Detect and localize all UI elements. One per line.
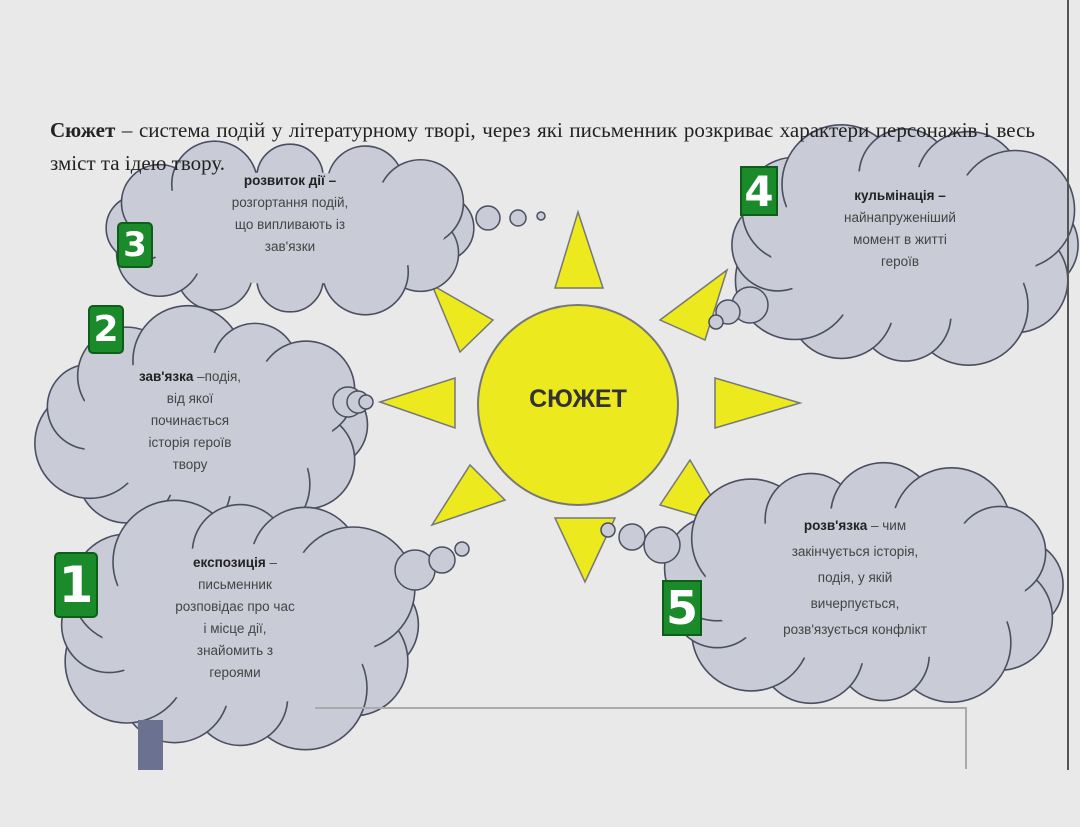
stage-term: експозиція (192, 555, 266, 570)
thought-bubble (600, 522, 616, 538)
stage-line: зав'язки (264, 239, 316, 254)
intro-definition: – система подій у літературному творі, ч… (50, 118, 1035, 175)
stage-line: розгортання подій, (231, 195, 349, 210)
stage-term: зав'язка (138, 369, 194, 384)
stage-4-badge: 4 (740, 166, 778, 216)
stage-2-text: зав'язка –подія, від якої починається іс… (90, 366, 290, 476)
thought-bubble (536, 211, 546, 221)
intro-paragraph: Сюжет – система подій у літературному тв… (50, 114, 1035, 180)
clouds (34, 124, 1079, 751)
cloud (34, 304, 369, 540)
thought-bubbles (332, 205, 769, 591)
stage-5-badge: 5 (662, 580, 702, 636)
stage-dash: – (324, 173, 337, 188)
stage-term: розвиток дії (243, 173, 325, 188)
sun-ray (430, 283, 495, 354)
cloud (663, 461, 1064, 705)
stage-line: героїв (880, 254, 920, 269)
sun-circle (477, 304, 679, 506)
thought-bubble (509, 209, 527, 227)
stage-1-badge: 1 (54, 552, 98, 618)
bottom-bar (138, 720, 163, 770)
stage-line: письменник (198, 577, 272, 592)
stage-line: розв'язується конфлікт (783, 622, 927, 637)
stage-3-badge: 3 (117, 222, 153, 268)
stage-line: що випливають із (234, 217, 346, 232)
stage-4-text: кульмінація – найнапруженіший момент в ж… (800, 185, 1000, 273)
thought-bubble (475, 205, 501, 231)
stage-line: історія героїв (148, 435, 232, 450)
stage-line: подія, у якій (817, 570, 893, 585)
sun-ray (377, 376, 456, 430)
stage-5-text: розв'язка – чим закінчується історія, по… (735, 513, 975, 643)
stage-line: момент в житті (853, 232, 947, 247)
stage-dash: – (265, 555, 278, 570)
intro-term: Сюжет (50, 118, 116, 142)
sun-label: СЮЖЕТ (529, 385, 627, 413)
stage-line: вичерпується, (810, 596, 900, 611)
stage-line: і місце дії, (203, 621, 267, 636)
stage-line: закінчується історія, (791, 544, 919, 559)
sun-ray (430, 463, 507, 527)
thought-bubble (358, 394, 374, 410)
sun-ray (553, 517, 617, 584)
stage-line: знайомить з (196, 643, 274, 658)
stage-line: розповідає про час (175, 599, 295, 614)
thought-bubble (618, 523, 646, 551)
stage-3-text: розвиток дії – розгортання подій, що вип… (170, 170, 410, 258)
stage-line: найнапруженіший (844, 210, 956, 225)
thought-bubble (643, 526, 681, 564)
stage-dash: –подія, (193, 369, 242, 384)
sun-ray (553, 209, 605, 289)
stage-line: від якої (166, 391, 214, 406)
stage-2-badge: 2 (88, 305, 124, 354)
stage-dash: – чим (867, 518, 907, 533)
bottom-frame (315, 707, 967, 769)
stage-dash: – (934, 188, 946, 203)
stage-line: твору (172, 457, 208, 472)
page-edge-line (1067, 0, 1069, 770)
stage-term: розв'язка (803, 518, 868, 533)
stage-1-text: експозиція – письменник розповідає про ч… (125, 552, 345, 684)
cloud (731, 124, 1079, 366)
thought-bubble (708, 314, 724, 330)
stage-line: починається (150, 413, 230, 428)
thought-bubble (428, 546, 456, 574)
thought-bubble (454, 541, 470, 557)
sun-rays (377, 209, 803, 584)
sun-ray (714, 376, 803, 430)
stage-term: кульмінація (854, 188, 935, 203)
stage-line: героями (209, 665, 261, 680)
